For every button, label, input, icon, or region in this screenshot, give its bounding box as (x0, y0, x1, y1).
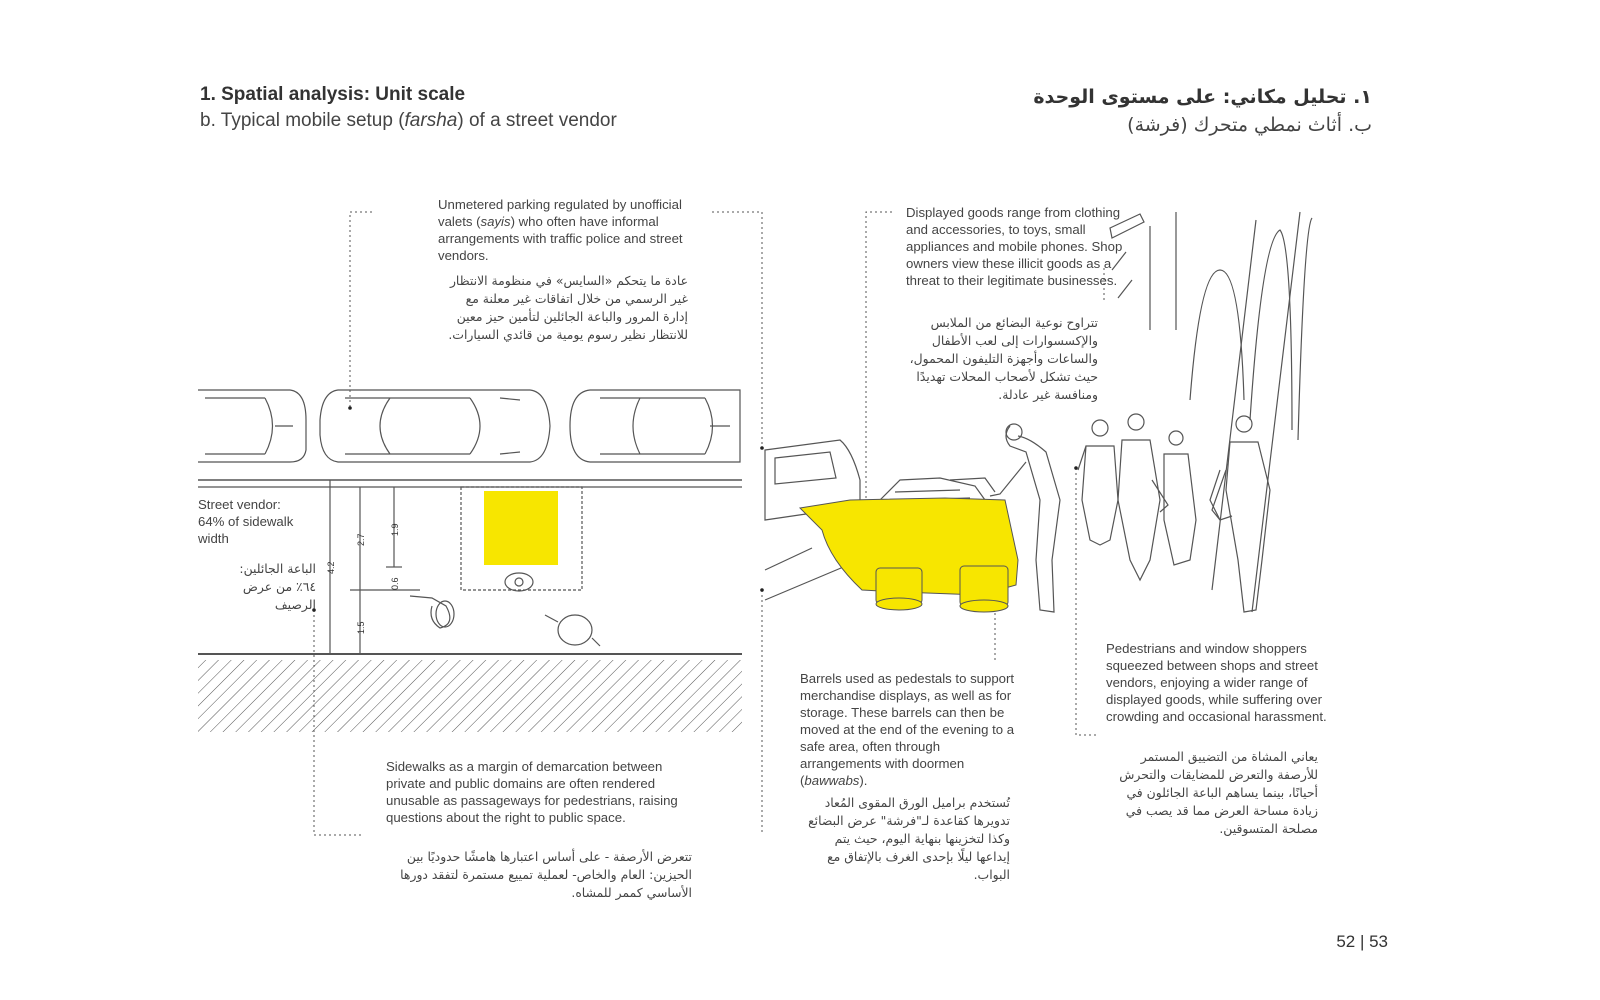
parking-note-arabic: عادة ما يتحكم «السايس» في منظومة الانتظا… (448, 273, 688, 342)
vendor-width-note-arabic: الباعة الجائلين:٦٤٪ من عرض الرصيف (239, 561, 316, 612)
vendor-stall-plan (484, 491, 558, 565)
pedestrians-note: Pedestrians and window shoppers squeezed… (1106, 641, 1327, 724)
page-numbers: 52 | 53 (1336, 932, 1388, 951)
goods-note: Displayed goods range from clothing and … (906, 205, 1123, 288)
section-title-arabic: ١. تحليل مكاني: على مستوى الوحدة (1033, 86, 1372, 108)
parked-car-left (198, 389, 307, 463)
parked-car-middle (319, 389, 551, 463)
dim-gap: 0.6 (390, 577, 400, 590)
dim-walkway: 1.5 (356, 621, 366, 634)
dim-vendor-depth: 2.7 (356, 533, 366, 546)
parking-note: Unmetered parking regulated by unofficia… (438, 197, 683, 263)
pedestrians-note-arabic: يعاني المشاة من التضييق المستمر للأرصفة … (1119, 749, 1318, 836)
sidewalks-note: Sidewalks as a margin of demarcation bet… (386, 759, 678, 825)
sidewalks-note-arabic: تتعرض الأرصفة - على أساس اعتبارها هامشًا… (400, 849, 692, 900)
shopfront-arcades (1109, 211, 1313, 613)
dim-stall-depth: 1.9 (390, 523, 400, 536)
section-title: 1. Spatial analysis: Unit scale (200, 84, 466, 105)
goods-note-arabic: تتراوح نوعية البضائع من الملابس والإكسسو… (909, 315, 1098, 402)
section-subtitle: b. Typical mobile setup (farsha) of a st… (200, 110, 617, 131)
pedestrian-figures (1077, 413, 1271, 613)
barrels-note: Barrels used as pedestals to support mer… (800, 671, 1015, 788)
dim-total: 4.2 (326, 561, 336, 574)
parked-car-right (569, 389, 741, 463)
section-subtitle-arabic: ب. أثاث نمطي متحرك (فرشة) (1127, 114, 1372, 136)
vendor-width-note: Street vendor: 64% of sidewalk width (198, 497, 294, 546)
building-edge-hatch (198, 660, 742, 732)
barrels-note-arabic: تُستخدم براميل الورق المقوى المُعاد تدوي… (808, 795, 1010, 882)
